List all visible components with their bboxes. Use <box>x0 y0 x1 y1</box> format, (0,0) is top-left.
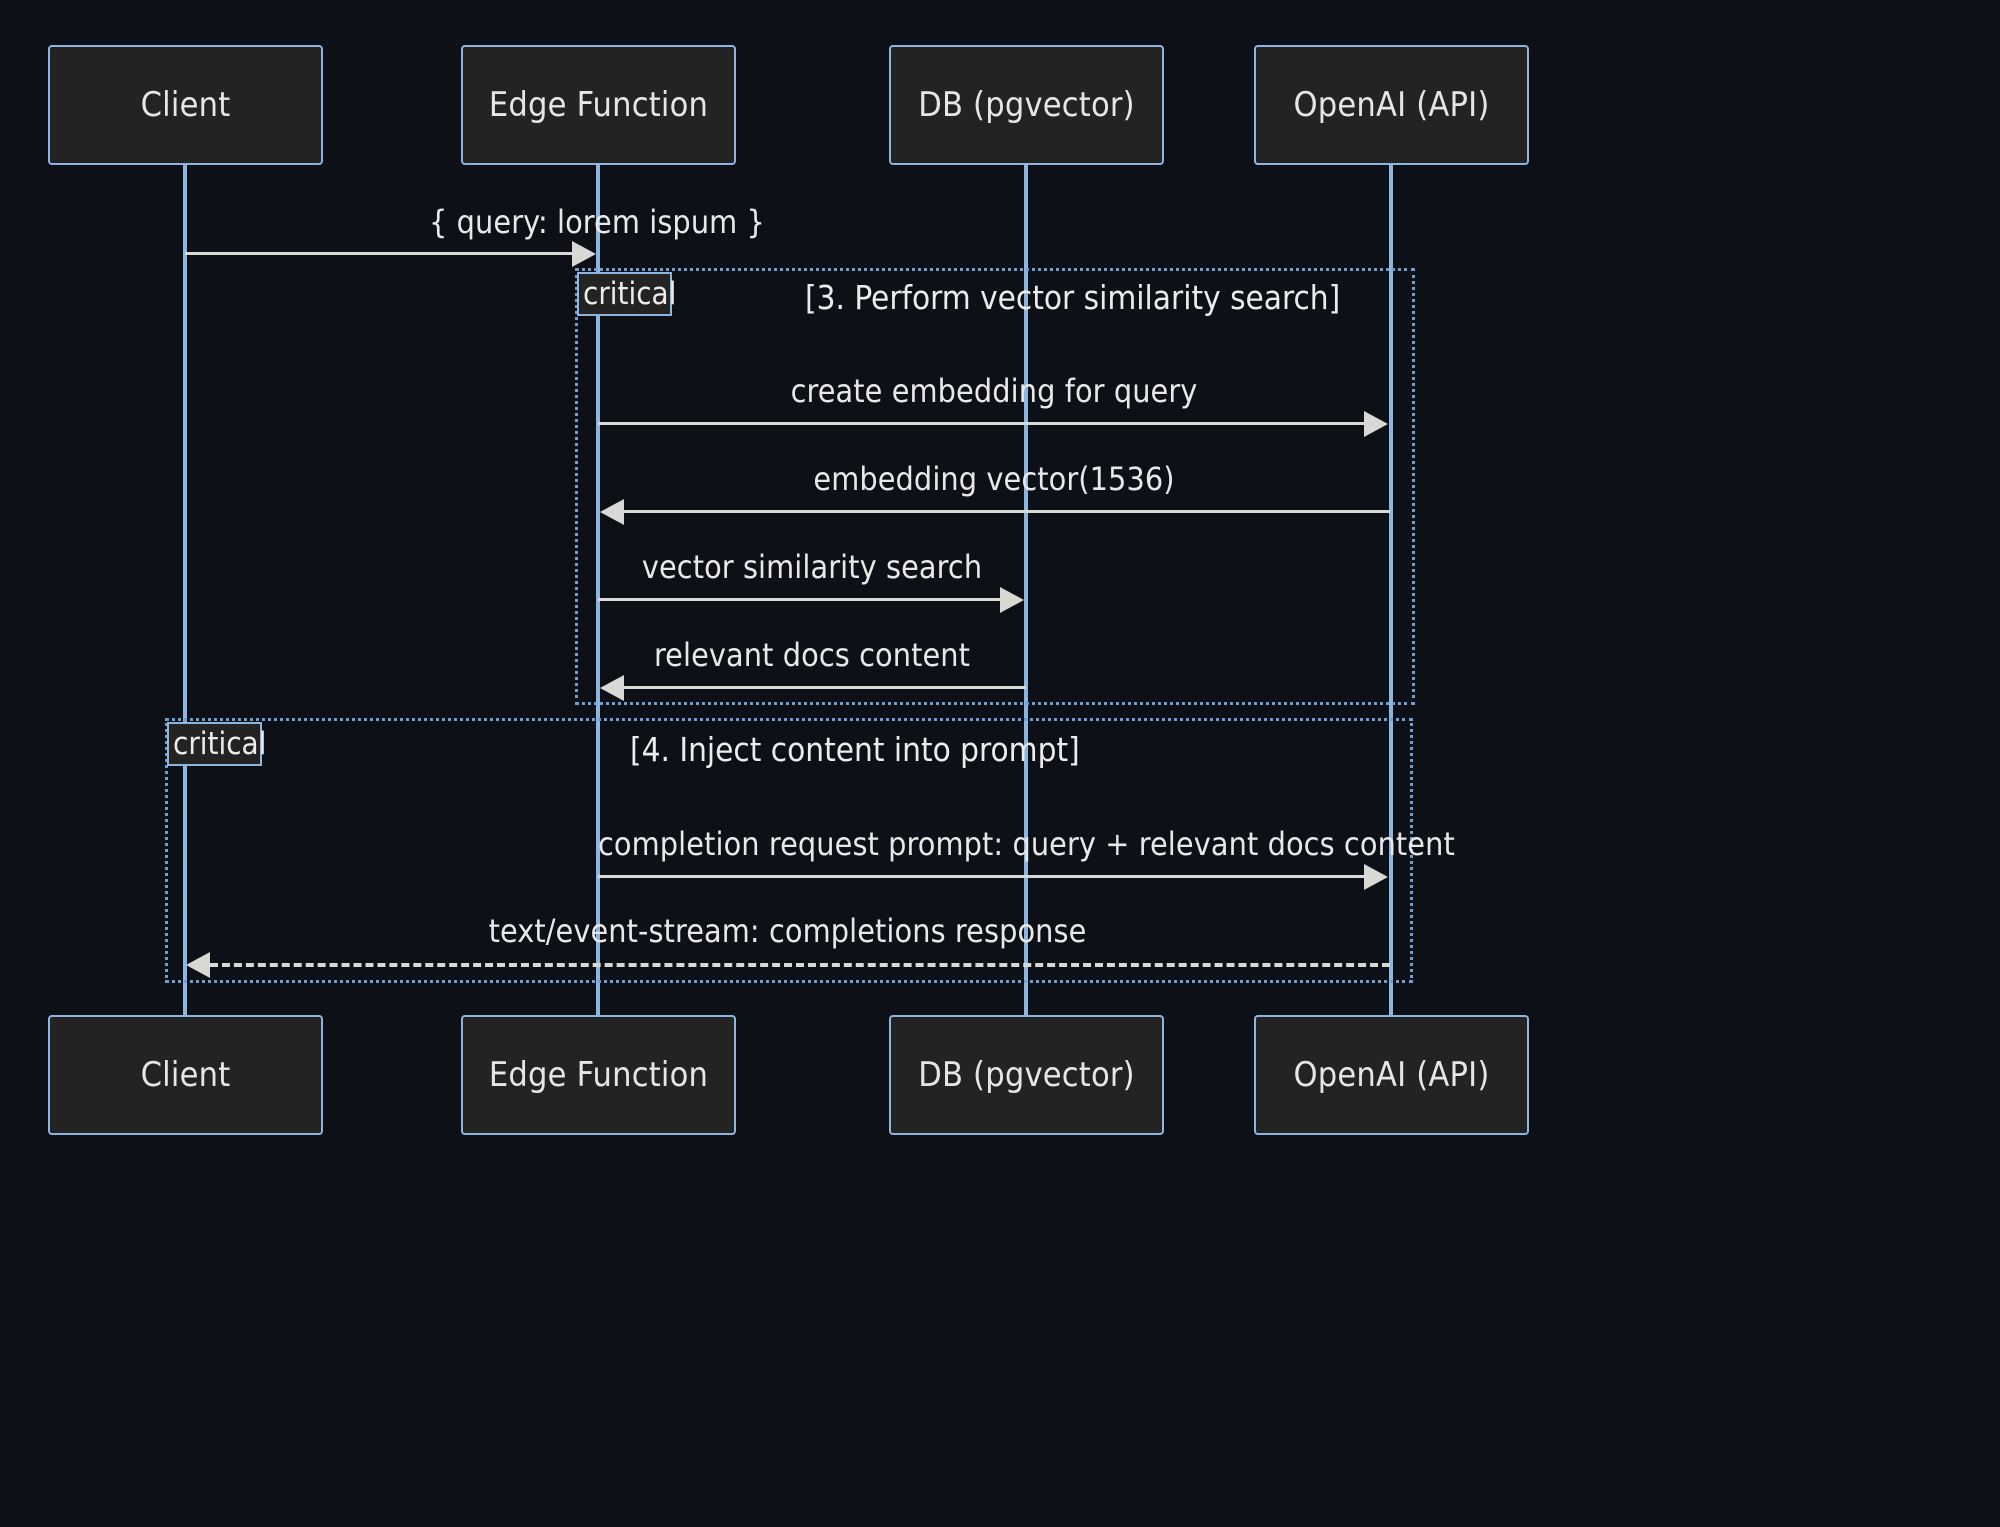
frame-critical-1 <box>575 268 1415 705</box>
participant-top-db-label: DB (pgvector) <box>918 85 1135 125</box>
participant-bottom-openai[interactable]: OpenAI (API) <box>1254 1015 1529 1135</box>
message-arrowhead-2 <box>1364 411 1388 437</box>
participant-bottom-db[interactable]: DB (pgvector) <box>889 1015 1164 1135</box>
lifeline-db <box>1024 165 1028 1015</box>
participant-top-openai-label: OpenAI (API) <box>1293 85 1490 125</box>
message-arrowhead-3 <box>600 499 624 525</box>
message-line-4 <box>598 598 1000 601</box>
lifeline-client <box>183 165 187 1015</box>
frame-critical-2-tag-label: critical <box>173 726 267 762</box>
frame-critical-2 <box>165 718 1413 983</box>
message-label-1: { query: lorem ispum } <box>429 203 765 241</box>
message-label-3: embedding vector(1536) <box>813 460 1175 498</box>
message-line-6 <box>598 875 1364 878</box>
message-arrowhead-1 <box>572 241 596 267</box>
participant-bottom-openai-label: OpenAI (API) <box>1293 1055 1490 1095</box>
message-label-4: vector similarity search <box>641 548 983 586</box>
message-label-7: text/event-stream: completions response <box>488 912 1087 950</box>
participant-bottom-client-label: Client <box>140 1055 231 1095</box>
participant-top-edge-function-label: Edge Function <box>488 85 709 125</box>
lifeline-openai <box>1389 165 1393 1015</box>
message-arrowhead-6 <box>1364 864 1388 890</box>
message-line-3 <box>624 510 1390 513</box>
message-label-6: completion request prompt: query + relev… <box>598 825 1455 863</box>
participant-top-edge-function[interactable]: Edge Function <box>461 45 736 165</box>
message-line-7 <box>210 963 1390 967</box>
message-arrowhead-4 <box>1000 587 1024 613</box>
participant-top-client[interactable]: Client <box>48 45 323 165</box>
participant-top-db[interactable]: DB (pgvector) <box>889 45 1164 165</box>
message-arrowhead-5 <box>600 675 624 701</box>
participant-top-client-label: Client <box>140 85 231 125</box>
participant-top-openai[interactable]: OpenAI (API) <box>1254 45 1529 165</box>
message-label-5: relevant docs content <box>653 636 971 674</box>
frame-critical-2-title: [4. Inject content into prompt] <box>630 730 1080 769</box>
participant-bottom-db-label: DB (pgvector) <box>918 1055 1135 1095</box>
participant-bottom-client[interactable]: Client <box>48 1015 323 1135</box>
message-arrowhead-7 <box>186 952 210 978</box>
frame-critical-1-title: [3. Perform vector similarity search] <box>805 278 1341 317</box>
frame-critical-1-tag-label: critical <box>583 276 677 312</box>
lifeline-edge-function <box>596 165 600 1015</box>
message-line-1 <box>185 252 575 255</box>
message-line-5 <box>624 686 1026 689</box>
participant-bottom-edge-function-label: Edge Function <box>488 1055 709 1095</box>
message-label-2: create embedding for query <box>790 372 1198 410</box>
message-line-2 <box>598 422 1364 425</box>
frame-critical-1-tag: critical <box>577 272 676 316</box>
participant-bottom-edge-function[interactable]: Edge Function <box>461 1015 736 1135</box>
frame-critical-2-tag: critical <box>167 722 266 766</box>
